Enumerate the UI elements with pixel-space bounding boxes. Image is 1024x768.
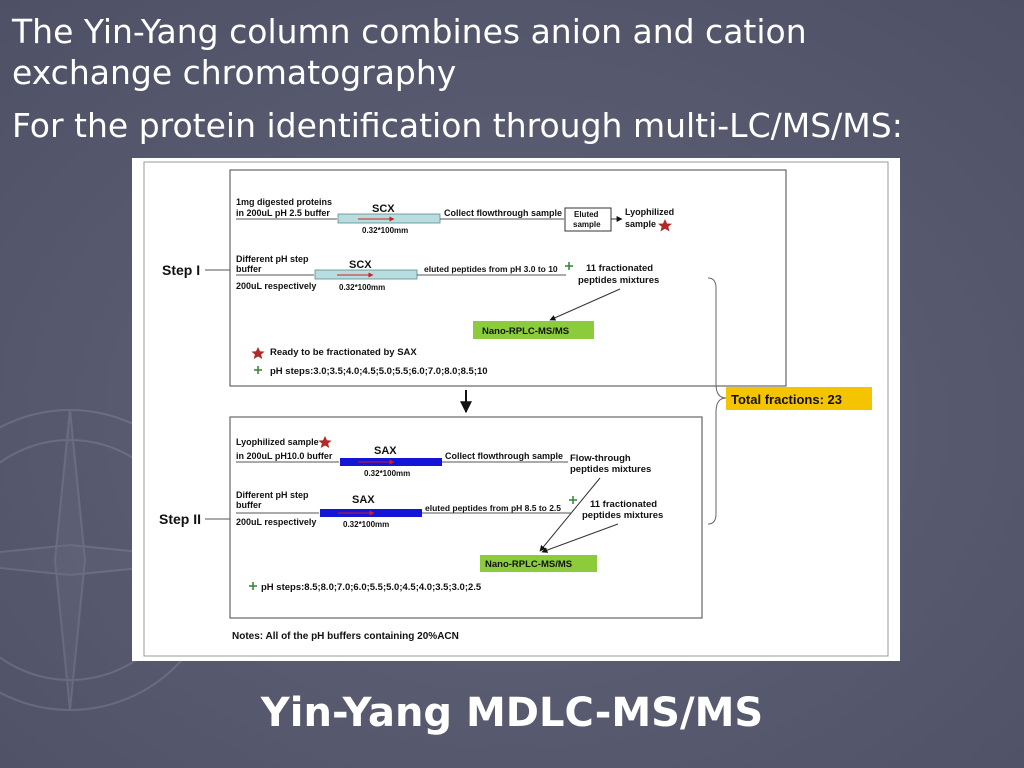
step1-fraction-line2: peptides mixtures: [578, 275, 659, 286]
step1-eluted-line2: sample: [573, 220, 601, 229]
step2-buffer-line3: 200uL respectively: [236, 517, 316, 527]
step1-label: Step I: [162, 262, 200, 278]
total-label: Total fractions: 23: [731, 392, 842, 407]
step2-fraction-line1: 11 fractionated: [590, 499, 657, 510]
step1-column2-name: SCX: [349, 259, 372, 271]
step2-star-icon: [318, 436, 332, 448]
step2-eluted-text: eluted peptides from pH 8.5 to 2.5: [425, 503, 561, 513]
step1-input-line2: in 200uL pH 2.5 buffer: [236, 208, 330, 218]
step2-column1-size: 0.32*100mm: [364, 469, 410, 478]
step2-box: [229, 416, 703, 619]
step2-column2-size: 0.32*100mm: [343, 520, 389, 529]
step2-label: Step II: [159, 511, 201, 527]
step2-column1-name: SAX: [374, 445, 397, 457]
step2-plus-icon: [569, 496, 577, 504]
step1-star-icon: [658, 219, 672, 232]
step2-input-line2: in 200uL pH10.0 buffer: [236, 451, 333, 461]
step1-fraction-line1: 11 fractionated: [586, 263, 653, 274]
step1-column2-size: 0.32*100mm: [339, 283, 385, 292]
step2-fraction-line2: peptides mixtures: [582, 510, 663, 521]
step1-eluted-line1: Eluted: [574, 210, 599, 219]
step1-arrow-nano: [549, 288, 621, 321]
step2-legend-plus-icon: [249, 582, 257, 590]
step2-buffer-line1: Different pH step: [236, 490, 309, 500]
legend-plus-icon: [254, 366, 262, 374]
slide-title-line-1: The Yin-Yang column combines anion and c…: [12, 12, 807, 51]
step1-nano-box: [473, 321, 594, 339]
step2-buffer-line2: buffer: [236, 500, 262, 510]
total-box: [726, 387, 872, 410]
step1-buffer-line1: Different pH step: [236, 254, 309, 264]
step1-plus-icon: [565, 262, 573, 270]
slide-subtitle: For the protein identification through m…: [12, 106, 903, 145]
step1-lyoph-line1: Lyophilized: [625, 207, 674, 217]
step2-nano-box: [480, 555, 597, 572]
step1-legend-star: Ready to be fractionated by SAX: [270, 347, 417, 358]
notes-text: Notes: All of the pH buffers containing …: [232, 631, 459, 642]
step2-collect-text: Collect flowthrough sample: [445, 451, 563, 461]
step1-lyoph-line2: sample: [625, 219, 656, 229]
step2-arrow-flow-nano: [539, 477, 601, 552]
step2-nano-label: Nano-RPLC-MS/MS: [485, 559, 572, 570]
workflow-figure: Step I 1mg digested proteins in 200uL pH…: [132, 158, 900, 661]
step2-legend-plus: pH steps:8.5;8.0;7.0;6.0;5.5;5.0;4.5;4.0…: [261, 582, 482, 593]
step1-legend-plus: pH steps:3.0;3.5;4.0;4.5;5.0;5.5;6.0;7.0…: [270, 366, 488, 377]
step1-column1-size: 0.32*100mm: [362, 226, 408, 235]
workflow-diagram: Step I 1mg digested proteins in 200uL pH…: [143, 161, 889, 657]
step1-nano-label: Nano-RPLC-MS/MS: [482, 326, 569, 337]
step2-arrow-frac-nano: [541, 523, 619, 553]
legend-star-icon: [251, 347, 265, 359]
step2-input-line1: Lyophilized sample: [236, 437, 319, 447]
step1-collect-text: Collect flowthrough sample: [444, 208, 562, 218]
step1-column1-name: SCX: [372, 203, 395, 215]
step2-flow-line2: peptides mixtures: [570, 464, 651, 475]
slide-title-line-2: exchange chromatography: [12, 53, 457, 92]
step2-flow-line1: Flow-through: [570, 453, 631, 464]
step1-input-line1: 1mg digested proteins: [236, 197, 332, 207]
step1-eluted-text: eluted peptides from pH 3.0 to 10: [424, 264, 558, 274]
step2-column2-name: SAX: [352, 494, 375, 506]
slide-footer-title: Yin-Yang MDLC-MS/MS: [260, 690, 764, 736]
step1-box: [229, 169, 787, 387]
step1-buffer-line2: buffer: [236, 264, 262, 274]
step1-buffer-line3: 200uL respectively: [236, 281, 316, 291]
